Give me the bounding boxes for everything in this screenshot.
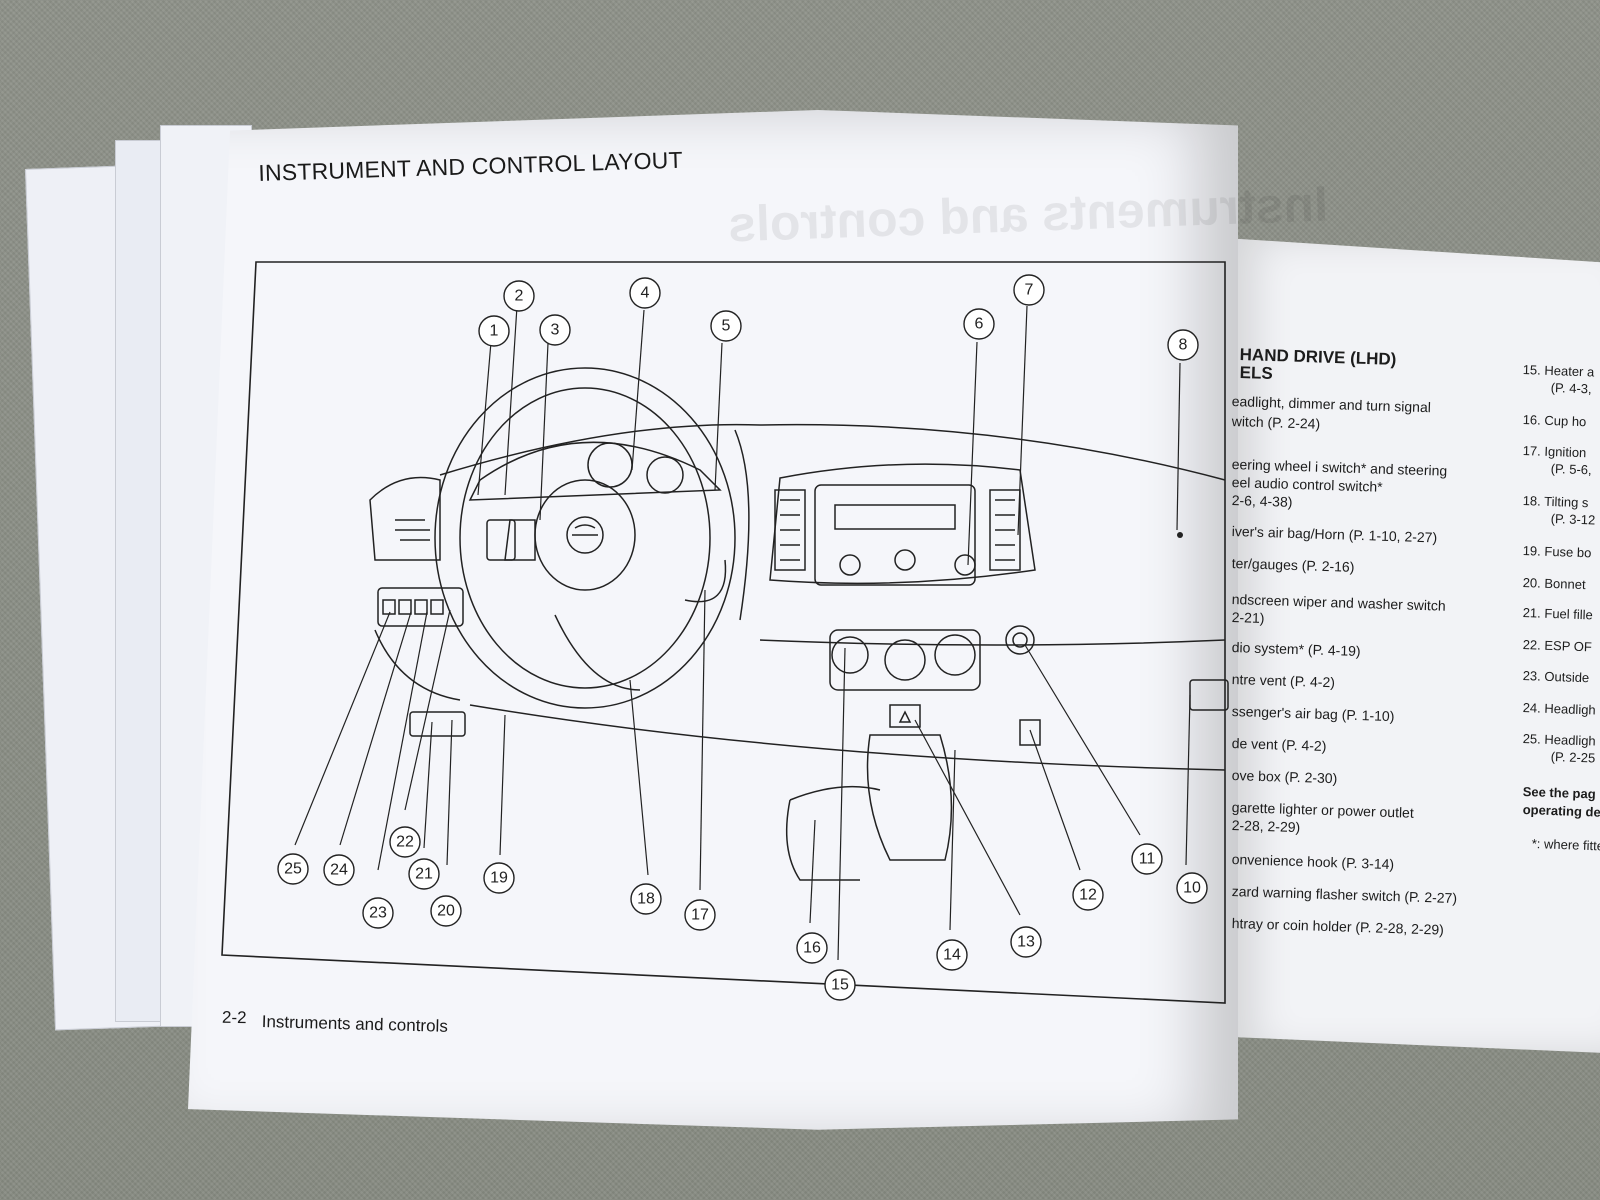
callout-16 [796,932,828,964]
right-col2-line: 19. Fuse bo [1522,543,1592,561]
callout-label: 8 [1179,337,1188,354]
callout-17 [684,899,716,931]
dashboard-outline [439,423,1226,481]
callout-21 [408,858,440,890]
right-list-line: witch (P. 2-24) [1231,413,1321,432]
callout-label: 2 [515,288,524,305]
callout-label: 13 [1017,934,1035,951]
callout-label: 3 [551,322,560,339]
right-col2-line: *: where fitte [1531,836,1600,854]
callout-label: 25 [284,861,302,878]
side-vent-right [1189,679,1229,711]
callout-label: 12 [1079,887,1097,904]
callout-label: 14 [943,947,961,964]
right-heading-2: ELS [1239,363,1274,384]
callout-9-dot [1177,532,1183,538]
callout-19 [483,862,515,894]
callout-18 [630,883,662,915]
callout-3 [539,314,571,346]
callout-11 [1131,843,1163,875]
radio-unit [814,484,976,586]
right-col2-line: 24. Headligh [1522,700,1596,718]
cigarette-lighter [1005,625,1035,655]
callout-label: 7 [1025,282,1034,299]
gear-lever [866,734,953,861]
centre-vent-right [989,489,1021,571]
right-list-line: 2-21) [1231,609,1265,627]
right-col2-line: 25. Headligh [1522,731,1596,749]
right-col2-line: 17. Ignition [1522,443,1587,461]
callout-leaders [294,305,1191,961]
page-number: 2-2 [221,1007,247,1028]
callout-20 [430,895,462,927]
callout-label: 6 [975,316,984,333]
callout-label: 11 [1139,851,1156,868]
heater-controls [829,629,981,691]
callout-15 [824,969,856,1001]
centre-vent-left [774,489,806,571]
callout-label: 20 [437,903,455,920]
centre-console [769,463,1036,585]
callout-12 [1072,879,1104,911]
left-vent [369,476,441,561]
callout-2 [503,280,535,312]
right-list-line: 2-28, 2-29) [1231,817,1301,836]
callout-13 [1010,926,1042,958]
callout-24 [323,854,355,886]
convenience-hook [1019,719,1041,746]
right-page [1225,238,1600,1053]
callout-14 [936,939,968,971]
left-switch-panel [377,587,464,627]
callout-label: 15 [831,977,849,994]
callout-10 [1176,872,1208,904]
callout-23 [362,897,394,929]
right-col2-line: (P. 5-6, [1550,461,1592,478]
right-list-line: de vent (P. 4-2) [1231,735,1327,754]
right-col2-line: (P. 3-12 [1550,511,1596,528]
callout-label: 4 [641,285,650,302]
right-list-line: ove box (P. 2-30) [1231,767,1338,787]
callout-6 [963,308,995,340]
right-col2-line: 22. ESP OF [1522,637,1593,655]
right-list-line: ntre vent (P. 4-2) [1231,671,1336,691]
callout-22 [389,826,421,858]
callout-label: 19 [490,870,508,887]
callout-1 [478,315,510,347]
callout-4 [629,277,661,309]
right-col2-line: operating de [1522,802,1600,820]
callout-label: 24 [330,862,348,879]
steering-wheel [434,367,736,709]
callout-5 [710,310,742,342]
callout-7 [1013,274,1045,306]
callout-label: 23 [369,905,387,922]
right-col2-line: (P. 2-25 [1550,749,1596,766]
callout-label: 18 [637,891,655,908]
right-col2-line: 20. Bonnet [1522,575,1586,593]
callout-label: 10 [1183,880,1201,897]
right-col2-line: 21. Fuel fille [1522,605,1594,623]
right-col2-line: 23. Outside [1522,668,1590,686]
right-col2-line: 16. Cup ho [1522,412,1587,430]
callout-label: 5 [722,318,731,335]
dashboard-lower-edge [469,704,1226,771]
callout-8 [1167,329,1199,361]
right-col2-line: 15. Heater a [1522,362,1595,380]
callout-label: 17 [691,907,709,924]
diagram-frame [221,261,1226,1004]
callout-label: 22 [396,834,414,851]
right-col2-line: 18. Tilting s [1522,493,1589,511]
callout-label: 21 [415,866,433,883]
left-page [188,110,1238,1130]
right-col2-line: See the pag [1522,784,1596,802]
right-list-line: 2-6, 4-38) [1231,492,1293,510]
callout-label: 16 [803,940,821,957]
callout-label: 1 [490,323,499,340]
callout-25 [277,853,309,885]
hazard-switch [889,704,921,728]
right-col2-line: (P. 4-3, [1550,380,1592,397]
